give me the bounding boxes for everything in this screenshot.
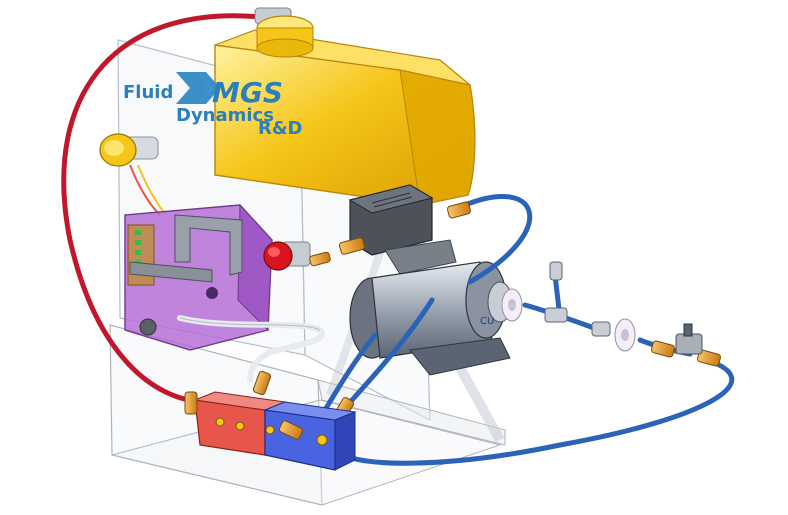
red-stop-button: [263, 241, 311, 271]
yellow-pushbutton: [99, 133, 159, 167]
ball-valve: [675, 323, 703, 355]
motor-bracket: [384, 239, 457, 275]
brass-fitting-icon: [252, 201, 722, 461]
pump-motor: CU: [349, 261, 513, 376]
red-hose: [61, 13, 273, 405]
logo-line3: R&D: [258, 118, 303, 139]
manifold-block: [193, 391, 357, 471]
logo-chevrons-icon: [176, 72, 220, 104]
logo-line1: Fluid: [123, 82, 173, 103]
logo-mark: MGS: [212, 76, 283, 109]
blue-hose: [342, 355, 735, 466]
logo-line2: Dynamics: [176, 105, 274, 126]
fitting-icon: [184, 391, 198, 415]
knob-icon: [139, 318, 157, 336]
fitting-icon: [278, 420, 304, 440]
coupling-disc: [501, 288, 523, 322]
blue-hose: [322, 332, 378, 413]
company-logo: MGS Fluid Dynamics R&D: [123, 72, 303, 139]
svg-text:CU: CU: [480, 316, 494, 327]
tee-fitting: [544, 261, 611, 337]
electrical-enclosure: [124, 203, 273, 351]
fluid-tank: [214, 15, 476, 206]
coupling-disc: [614, 318, 636, 352]
control-box: [348, 184, 434, 256]
blue-hose: [462, 194, 533, 285]
